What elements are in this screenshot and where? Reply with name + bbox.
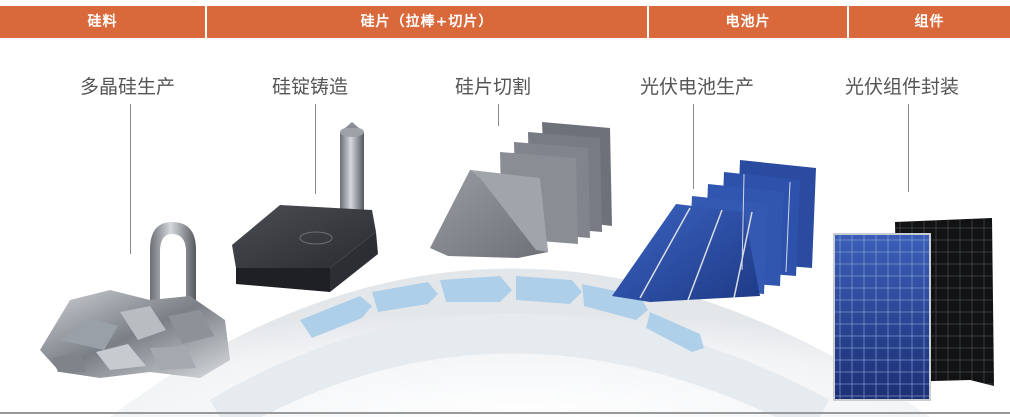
header-cell: 电池片 <box>649 6 849 38</box>
flow-arrow-5 <box>582 284 648 320</box>
flow-arrow-2 <box>372 282 438 312</box>
inner-arc <box>209 313 830 417</box>
stage-label-ingot-casting: 硅锭铸造 <box>272 76 349 98</box>
stage-label-wafer-cutting: 硅片切割 <box>455 76 532 98</box>
flow-arrows <box>300 276 704 352</box>
solar-cell-illustration <box>612 160 816 302</box>
ingot-block-top <box>232 205 376 268</box>
flow-arrow-4 <box>516 276 582 304</box>
leader-line-5 <box>908 104 909 192</box>
leader-line-2 <box>315 104 316 194</box>
stage-label-cell-production: 光伏电池生产 <box>640 76 755 98</box>
stage-label-polysilicon: 多晶硅生产 <box>80 76 176 98</box>
flow-arrow-3 <box>440 276 512 302</box>
flow-arrow-6 <box>646 312 704 352</box>
stage-label-module-packaging: 光伏组件封装 <box>845 76 960 98</box>
header-module: 组件 <box>914 14 945 30</box>
leader-line-3 <box>498 104 499 126</box>
module-illustration <box>833 218 994 401</box>
solar-cell-front <box>612 204 760 302</box>
header-bar: 硅料 硅片（拉棒+切片） 电池片 组件 <box>0 6 1010 38</box>
leader-line-1 <box>130 104 131 254</box>
header-wafer: 硅片（拉棒+切片） <box>207 6 649 38</box>
polysilicon-illustration <box>40 222 230 378</box>
wafer-illustration <box>430 122 612 258</box>
ingot-illustration <box>232 122 378 292</box>
leader-line-4 <box>693 104 694 189</box>
flow-arrow-1 <box>300 296 372 338</box>
u-rod <box>150 222 196 305</box>
header-silicon-material: 硅料 <box>0 6 207 38</box>
bottom-rule <box>0 412 1010 414</box>
